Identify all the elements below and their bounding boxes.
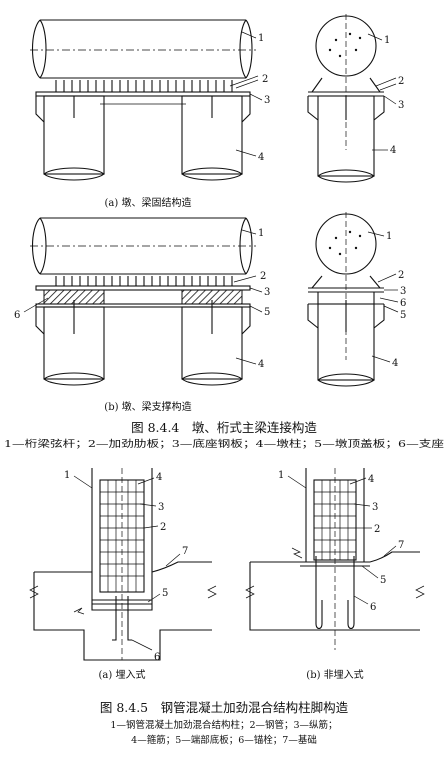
fig844a-leaders bbox=[229, 31, 263, 157]
title-844: 图 8.4.4 墩、桁式主梁连接构造 bbox=[131, 420, 317, 435]
label-845a-5: 5 bbox=[162, 588, 168, 599]
legend-844: 1—桁梁弦杆；2—加劲肋板；3—底座钢板；4—墩柱；5—墩顶盖板；6—支座 bbox=[4, 438, 445, 450]
label-845b-5: 5 bbox=[380, 575, 386, 586]
fig844b-section bbox=[307, 212, 399, 387]
label-845b-4: 4 bbox=[368, 474, 374, 485]
legend-845-line2: 4—箍筋；5—端部底板；6—锚栓；7—基础 bbox=[131, 734, 317, 746]
stiffener-ribs bbox=[55, 80, 233, 92]
fig844b-elevation bbox=[23, 217, 263, 386]
label-844b-3: 3 bbox=[264, 287, 270, 298]
label-844b-6: 6 bbox=[14, 310, 20, 321]
label-845a-1: 1 bbox=[64, 470, 70, 481]
fig845b-nonembedded bbox=[245, 468, 425, 650]
title-845: 图 8.4.5 钢管混凝土加劲混合结构柱脚构造 bbox=[100, 700, 349, 715]
label-844a-4: 4 bbox=[258, 152, 264, 163]
label-844b-r1: 1 bbox=[386, 231, 392, 242]
label-844b-r2: 2 bbox=[398, 270, 404, 281]
fig845a-embedded bbox=[29, 468, 217, 661]
label-845b-1: 1 bbox=[278, 470, 284, 481]
label-844b-1: 1 bbox=[258, 228, 264, 239]
label-844a-r1: 1 bbox=[384, 35, 390, 46]
label-844a-r3: 3 bbox=[398, 100, 404, 111]
legend-845-line1: 1—钢管混凝土加劲混合结构柱；2—钢管；3—纵筋； bbox=[110, 719, 337, 731]
label-845a-3: 3 bbox=[158, 502, 164, 513]
label-844a-r2: 2 bbox=[398, 76, 404, 87]
caption-844a: (a) 墩、梁固结构造 bbox=[105, 196, 192, 209]
label-845b-6: 6 bbox=[370, 602, 376, 613]
label-845a-6: 6 bbox=[154, 652, 160, 663]
label-845a-4: 4 bbox=[156, 472, 162, 483]
label-844b-r6: 6 bbox=[400, 298, 406, 309]
fig844a-elevation bbox=[30, 19, 256, 181]
label-844a-r4: 4 bbox=[390, 145, 396, 156]
label-844b-r4: 4 bbox=[392, 358, 398, 369]
label-845a-7: 7 bbox=[182, 546, 188, 557]
caption-845a: (a) 埋入式 bbox=[99, 668, 146, 681]
label-844b-5: 5 bbox=[264, 307, 270, 318]
fig844a-section bbox=[307, 14, 397, 183]
stiffener-ribs-b bbox=[55, 276, 233, 286]
label-844a-1: 1 bbox=[258, 33, 264, 44]
label-844a-3: 3 bbox=[264, 95, 270, 106]
label-844b-r5: 5 bbox=[400, 310, 406, 321]
label-844b-r3: 3 bbox=[400, 286, 406, 297]
label-844a-2: 2 bbox=[262, 74, 268, 85]
caption-844b: (b) 墩、梁支撑构造 bbox=[104, 400, 191, 413]
label-845b-7: 7 bbox=[398, 540, 404, 551]
label-844b-4: 4 bbox=[258, 359, 264, 370]
label-845b-2: 2 bbox=[374, 524, 380, 535]
caption-845b: (b) 非埋入式 bbox=[306, 668, 363, 681]
label-844b-2: 2 bbox=[260, 271, 266, 282]
label-845a-2: 2 bbox=[160, 522, 166, 533]
label-845b-3: 3 bbox=[372, 502, 378, 513]
